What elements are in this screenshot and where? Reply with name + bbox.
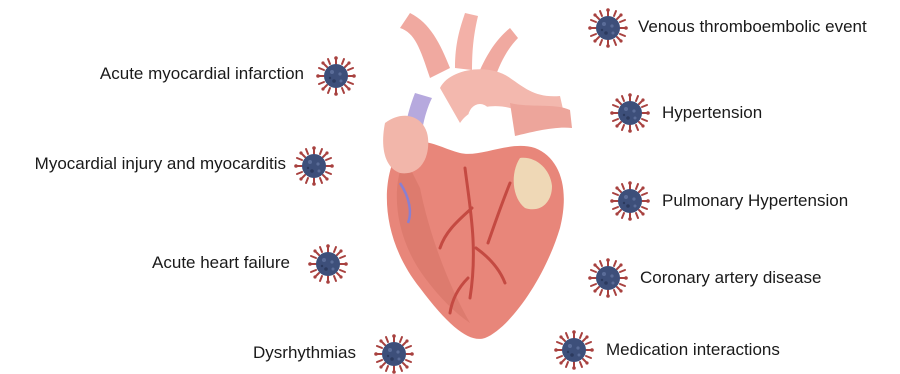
label-myocardial-injury: Myocardial injury and myocarditis <box>4 154 286 174</box>
label-medication-interactions: Medication interactions <box>606 340 780 360</box>
label-acute-myocardial-infarction: Acute myocardial infarction <box>74 64 304 84</box>
label-coronary-artery-disease: Coronary artery disease <box>640 268 821 288</box>
label-pulmonary-hypertension: Pulmonary Hypertension <box>662 191 848 211</box>
heart-illustration <box>360 8 590 348</box>
label-venous-thromboembolic-event: Venous thromboembolic event <box>638 17 867 37</box>
coronavirus-icon <box>374 334 414 374</box>
coronavirus-icon <box>610 93 650 133</box>
coronavirus-icon <box>308 244 348 284</box>
coronavirus-icon <box>316 56 356 96</box>
coronavirus-icon <box>610 181 650 221</box>
coronavirus-icon <box>294 146 334 186</box>
label-hypertension: Hypertension <box>662 103 762 123</box>
label-acute-heart-failure: Acute heart failure <box>130 253 290 273</box>
coronavirus-icon <box>588 258 628 298</box>
coronavirus-icon <box>554 330 594 370</box>
coronavirus-icon <box>588 8 628 48</box>
label-dysrhythmias: Dysrhythmias <box>240 343 356 363</box>
